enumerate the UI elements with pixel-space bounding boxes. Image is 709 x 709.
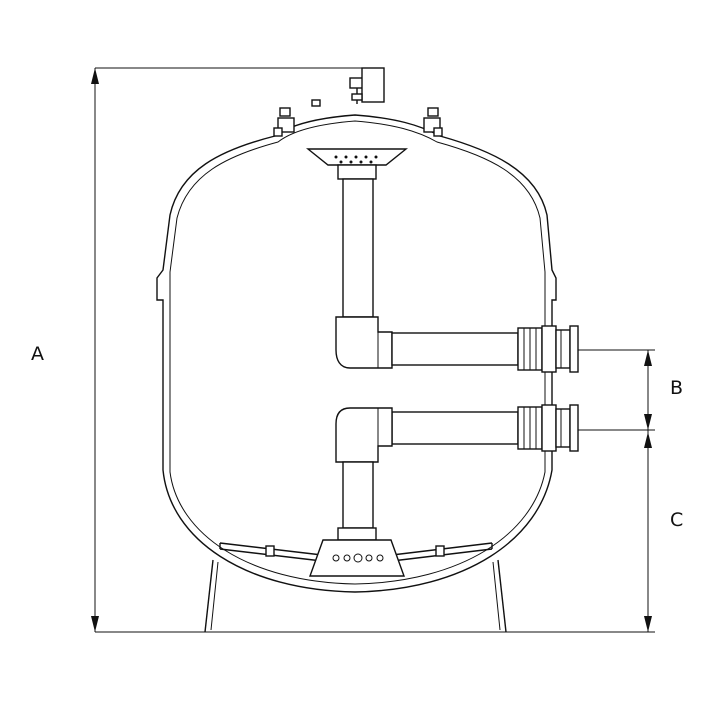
lower-outlet-union: [517, 404, 579, 452]
dimension-c-label: C: [670, 509, 683, 531]
diffuser-holes: [334, 155, 378, 164]
upper-outlet-union: [517, 325, 579, 373]
lid-clamps: [273, 99, 443, 137]
air-release-valve: [349, 67, 385, 104]
dimension-b: B: [578, 349, 683, 431]
upper-pipe: [335, 178, 519, 369]
dimension-a-label: A: [31, 343, 44, 365]
upper-diffuser: [306, 148, 408, 180]
lower-pipe: [335, 407, 519, 541]
dimension-c: C: [644, 430, 683, 632]
dimension-b-label: B: [670, 377, 683, 399]
lateral-collector: [219, 539, 493, 577]
hub-holes: [332, 553, 384, 563]
dimension-a: A: [31, 67, 372, 632]
base-stand: [204, 559, 507, 633]
tank-shell: [156, 114, 557, 593]
